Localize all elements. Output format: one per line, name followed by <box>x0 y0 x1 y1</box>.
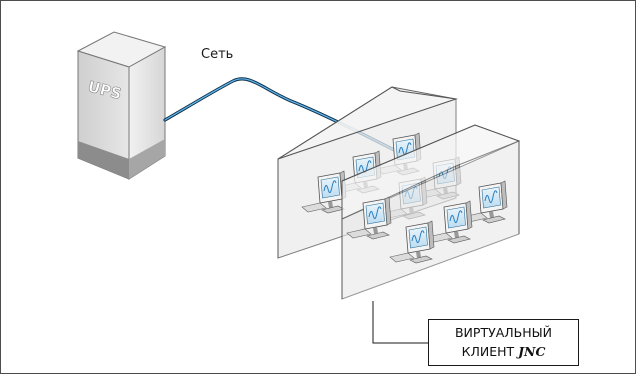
callout-line-1: ВИРТУАЛЬНЫЙ <box>454 325 553 340</box>
virtual-client-callout: ВИРТУАЛЬНЫЙ КЛИЕНТ JNC <box>428 319 579 366</box>
callout-leader-line <box>372 301 428 344</box>
callout-line-2-prefix: КЛИЕНТ <box>461 344 515 359</box>
callout-line-2: КЛИЕНТ JNC <box>429 342 578 361</box>
ups-device: UPS <box>76 31 167 180</box>
network-label: Сеть <box>201 47 234 62</box>
callout-brand: JNC <box>518 344 546 359</box>
building-front <box>341 124 521 300</box>
